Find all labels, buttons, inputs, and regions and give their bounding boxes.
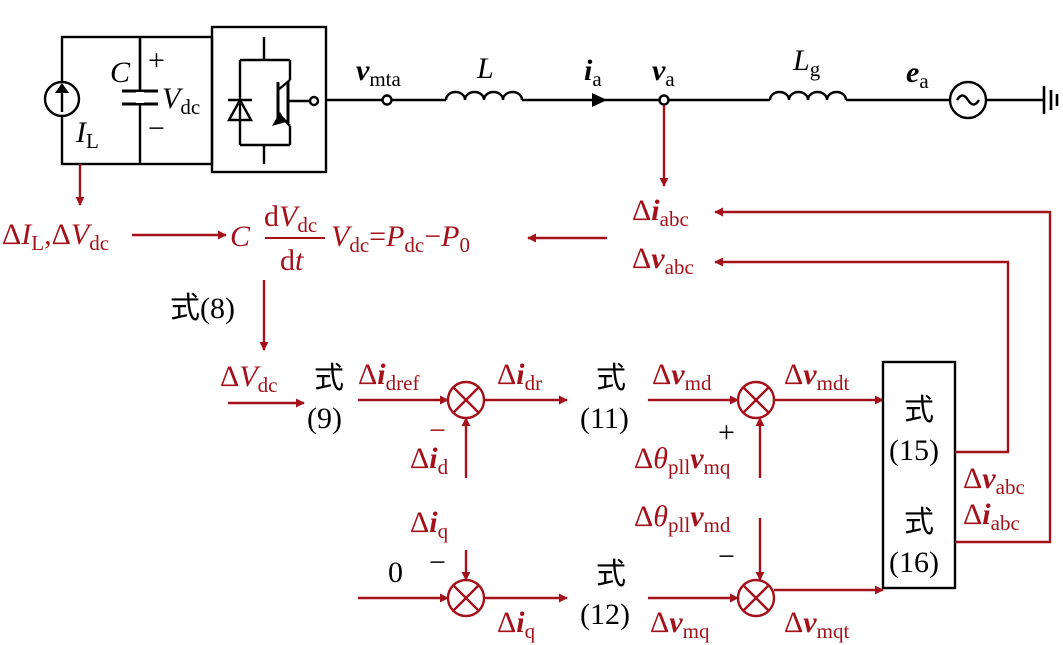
label-ea: ea <box>906 56 929 93</box>
block-15-16 <box>881 360 957 590</box>
inductor-Lg-icon <box>768 90 848 101</box>
label-cap-minus: − <box>148 112 165 145</box>
block9-bottom: (9) <box>307 402 342 435</box>
node-mta <box>381 94 393 106</box>
label-delta-idref: Δidref <box>358 358 419 395</box>
control-diagram <box>75 105 1052 618</box>
label-delta-iq-bottom: Δiq <box>497 606 536 643</box>
block16-top: 式 <box>904 506 934 539</box>
label-delta-Vdc: ΔVdc <box>220 360 277 397</box>
label-vmta: vmta <box>356 54 401 91</box>
block9-top: 式 <box>314 362 344 395</box>
label-vmd-minus: − <box>718 540 735 573</box>
block15-bottom: (15) <box>889 434 939 467</box>
feedback-v-abc <box>714 257 1010 454</box>
inductor-L-icon <box>444 90 524 101</box>
label-delta-vmdt: Δvmdt <box>784 358 849 395</box>
block12-top: 式 <box>596 558 626 591</box>
label-theta-vmd: Δθpllvmd <box>634 500 731 537</box>
label-L: L <box>476 52 494 85</box>
label-delta-id: Δid <box>410 442 449 479</box>
current-arrow-icon <box>592 93 607 107</box>
label-out-i-abc: Δiabc <box>963 498 1020 535</box>
eq-denominator: dt <box>280 244 304 277</box>
block11-bottom: (11) <box>580 402 629 435</box>
label-delta-vmq: Δvmq <box>650 606 710 643</box>
label-delta-v-abc: Δvabc <box>632 242 694 279</box>
label-id-minus: − <box>429 414 446 447</box>
label-delta-vmqt: Δvmqt <box>784 606 849 643</box>
block15-top: 式 <box>904 394 934 427</box>
label-iq-minus: − <box>429 546 446 579</box>
power-circuit <box>43 25 1059 174</box>
label-dIL-dVdc: ΔIL,ΔVdc <box>2 218 109 255</box>
node-a <box>658 94 670 106</box>
block12-bottom: (12) <box>580 598 630 631</box>
label-ia: ia <box>584 54 602 91</box>
label-plus: + <box>718 416 735 449</box>
label-out-v-abc: Δvabc <box>963 462 1025 499</box>
feedback-i-abc <box>714 207 1052 544</box>
label-eq8: 式(8) <box>170 292 235 325</box>
eq-C: C <box>230 220 251 253</box>
current-source-icon <box>43 80 81 118</box>
label-zero: 0 <box>388 556 403 589</box>
eq-rhs: Vdc=Pdc−P0 <box>331 220 470 257</box>
label-delta-idr: Δidr <box>497 358 542 395</box>
label-delta-i-abc: Δiabc <box>632 194 689 231</box>
block16-bottom: (16) <box>889 546 939 579</box>
diode-icon <box>226 97 254 122</box>
current-source-arrow-icon <box>55 83 69 93</box>
label-Vdc: Vdc <box>162 82 200 119</box>
label-Lg: Lg <box>792 44 821 81</box>
label-delta-iq-top: Δiq <box>410 506 449 543</box>
label-IL: IL <box>75 116 99 153</box>
eq-numerator: dVdc <box>264 200 317 237</box>
igbt-icon <box>277 79 291 91</box>
label-theta-vmq: Δθpllvmq <box>634 442 731 479</box>
label-va: va <box>652 54 675 91</box>
label-C: C <box>110 56 131 89</box>
block11-top: 式 <box>596 362 626 395</box>
label-delta-vmd: Δvmd <box>652 358 712 395</box>
label-cap-plus: + <box>148 44 165 77</box>
